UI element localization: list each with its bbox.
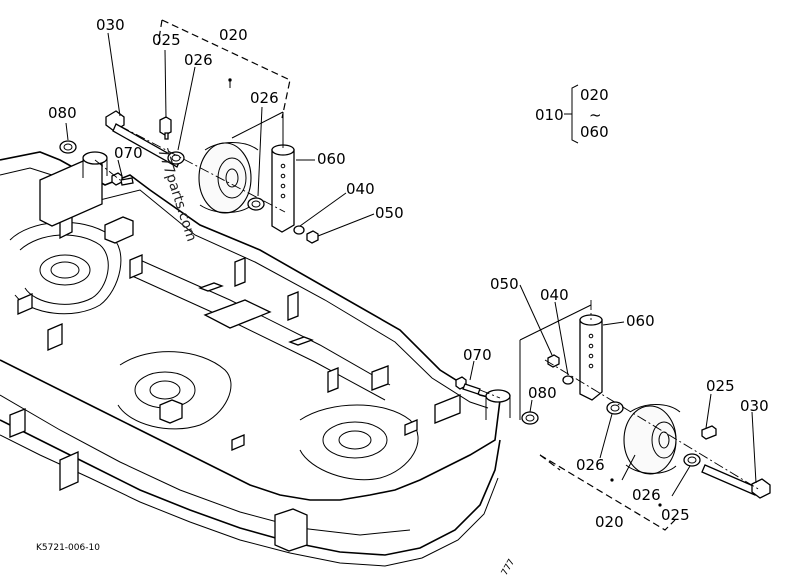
callout-070-left: 070 xyxy=(114,144,143,162)
callout-080-left: 080 xyxy=(48,104,77,122)
left-caster-assembly xyxy=(59,19,319,244)
assembly-ref-010: 010 xyxy=(535,106,564,124)
callout-050-right: 050 xyxy=(490,275,519,293)
callout-026-right-b: 026 xyxy=(632,486,661,504)
mower-deck xyxy=(0,151,511,567)
callout-026-left-b: 026 xyxy=(250,89,279,107)
collar-080-right xyxy=(521,411,539,425)
callout-080-right: 080 xyxy=(528,384,557,402)
assembly-range-tilde: ~ xyxy=(589,106,602,124)
assembly-bracket xyxy=(571,84,579,144)
drawing-code: K5721-006-10 xyxy=(36,543,100,553)
callout-050-left: 050 xyxy=(375,204,404,222)
bottom-mark: 777 xyxy=(500,558,517,578)
deck-skirt xyxy=(0,419,501,556)
assembly-box-left xyxy=(157,19,291,119)
callout-030-left: 030 xyxy=(96,16,125,34)
callout-060-left: 060 xyxy=(317,150,346,168)
bolt-030-right xyxy=(701,464,759,496)
callout-labels: 030 025 020 026 026 080 070 060 040 050 … xyxy=(36,16,769,578)
collar-080-left xyxy=(59,140,77,154)
caster-fork-060-left xyxy=(271,149,295,233)
callout-025-right-b: 025 xyxy=(661,506,690,524)
wheel-020-left xyxy=(198,142,252,214)
right-caster-assembly xyxy=(455,300,771,531)
wheel-020-right xyxy=(623,405,677,475)
callout-060-right: 060 xyxy=(626,312,655,330)
assembly-range-start: 020 xyxy=(580,86,609,104)
assembly-box-right xyxy=(539,454,676,531)
callout-025-right-a: 025 xyxy=(706,377,735,395)
deck-outline xyxy=(0,151,501,501)
callout-026-right-a: 026 xyxy=(576,456,605,474)
assembly-range-end: 060 xyxy=(580,123,609,141)
callout-040-left: 040 xyxy=(346,180,375,198)
callout-025-left: 025 xyxy=(152,31,181,49)
callout-030-right: 030 xyxy=(740,397,769,415)
callout-020-left: 020 xyxy=(219,26,248,44)
caster-fork-060-right xyxy=(579,319,603,401)
callout-020-right: 020 xyxy=(595,513,624,531)
callout-040-right: 040 xyxy=(540,286,569,304)
callout-026-left-a: 026 xyxy=(184,51,213,69)
leader-lines xyxy=(65,32,757,507)
callout-070-right: 070 xyxy=(463,346,492,364)
